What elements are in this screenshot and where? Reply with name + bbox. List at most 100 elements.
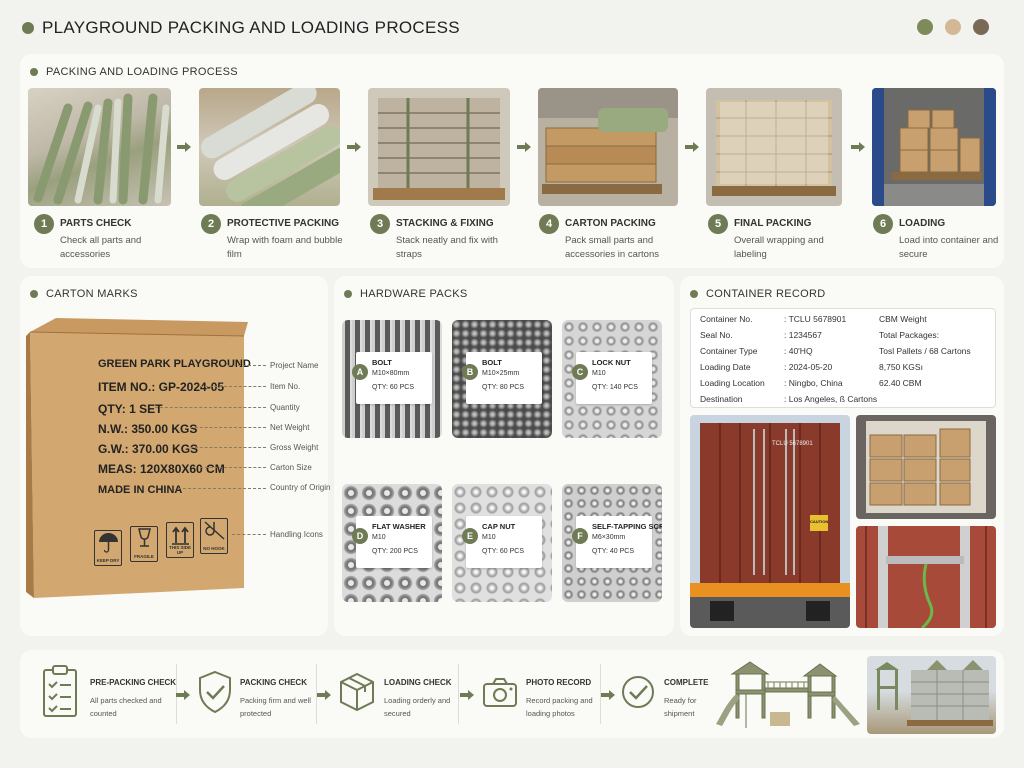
hardware-pack-e: E CAP NUT M10 QTY: 60 PCS [452,484,552,602]
pack-letter: B [462,364,478,380]
pack-qty: QTY: 80 PCS [482,384,525,391]
pack-size: M10×80mm [372,370,410,377]
icon-caption: NO HOOK [203,546,225,551]
record-right: CBM Weight [879,314,927,324]
leader-line [190,447,266,448]
pack-name: LOCK NUT [592,358,631,367]
caution-sticker-text: CAUTION [810,519,829,524]
photo-container-interior [856,415,996,519]
icon-caption: FRAGILE [134,554,154,559]
pack-letter: D [352,528,368,544]
photo-final-packing [706,88,842,206]
check-title: PACKING CHECK [240,678,307,687]
step-desc: Pack small parts and accessories in cart… [565,235,659,260]
hardware-pack-f: F SELF-TAPPING SCREW M6×30mm QTY: 40 PCS [562,484,662,602]
pack-qty: QTY: 40 PCS [592,548,635,555]
pack-label: B BOLT M10×25mm QTY: 80 PCS [462,352,542,404]
record-right: Total Packages: [879,330,940,340]
step-desc: Overall wrapping and labeling [734,235,824,260]
divider [458,664,459,724]
leader-line [200,386,266,387]
record-value: : 2024-05-20 [784,362,833,372]
carton-mark-project: GREEN PARK PLAYGROUND [98,358,251,370]
carton-mark-gw: G.W.: 370.00 KGS [98,442,199,456]
arrow-right-icon [177,142,191,152]
pack-size: M10 [592,370,606,377]
record-row-destination: Destination [700,394,743,404]
carton-label-nw: Net Weight [270,423,310,432]
clipboard-icon [43,665,77,717]
section-dot [30,68,38,76]
pack-letter: A [352,364,368,380]
pack-label: D FLAT WASHER M10 QTY: 200 PCS [352,516,432,568]
process-title-text: PACKING AND LOADING PROCESS [46,66,238,78]
step-title: FINAL PACKING [734,218,812,229]
arrow-right-icon [176,690,190,700]
arrow-right-icon [347,142,361,152]
container-number-text: TCLU 5678901 [772,441,813,447]
photo-stacking [368,88,510,206]
carton-mark-origin: MADE IN CHINA [98,484,183,496]
carton-section-title: CARTON MARKS [30,288,138,300]
leader-line [155,407,266,408]
record-label: Container No. [700,314,753,324]
record-value: : TCLU 5678901 [784,314,847,324]
section-dot [344,290,352,298]
record-row-type: Container Type [700,346,758,356]
carton-label-qty: Quantity [270,403,300,412]
carton-mark-item: ITEM NO.: GP-2024-05 [98,380,225,394]
pack-size: M10 [372,534,386,541]
step-desc: Stack neatly and fix with straps [396,235,498,260]
step-number: 6 [873,214,893,234]
pack-label: F SELF-TAPPING SCREW M6×30mm QTY: 40 PCS [572,516,662,568]
header-dot-tan [945,19,961,35]
record-value: : Los Angeles, ß Cartons [784,394,878,404]
umbrella-icon: KEEP DRY [94,530,122,566]
photo-container-seal [856,526,996,628]
record-right: 62.40 CBM [879,378,922,388]
container-record-table [690,308,996,408]
section-dot [30,290,38,298]
carton-label-item: Item No. [270,382,301,391]
photo-loading [872,88,996,206]
leader-line [228,365,266,366]
section-dot [690,290,698,298]
step-title: STACKING & FIXING [396,218,494,229]
step-title: PARTS CHECK [60,218,132,229]
carton-mark-meas: MEAS: 120X80X60 CM [98,462,225,476]
pack-qty: QTY: 200 PCS [372,548,418,555]
pack-label: A BOLT M10×80mm QTY: 60 PCS [352,352,432,404]
page-title: PLAYGROUND PACKING AND LOADING PROCESS [42,18,460,37]
pack-size: M6×30mm [592,534,626,541]
record-label: Loading Date [700,362,751,372]
pack-name: FLAT WASHER [372,522,426,531]
pack-size: M10×25mm [482,370,520,377]
hardware-section-title: HARDWARE PACKS [344,288,468,300]
photo-loaded-playground [867,656,996,734]
check-desc: Loading orderly and secured [384,696,451,718]
check-desc: Packing firm and well protected [240,696,311,718]
photo-container-door: TCLU 5678901 CAUTION [690,415,850,628]
leader-line [178,488,266,489]
record-row-location: Loading Location [700,378,765,388]
step-number: 2 [201,214,221,234]
glass-icon: FRAGILE [130,526,158,562]
hardware-title-text: HARDWARE PACKS [360,288,468,300]
record-label: Loading Location [700,378,765,388]
hardware-pack-c: C LOCK NUT M10 QTY: 140 PCS [562,320,662,438]
step-title: LOADING [899,218,946,229]
pack-label: C LOCK NUT M10 QTY: 140 PCS [572,352,652,404]
camera-icon [483,678,517,707]
pack-size: M10 [482,534,496,541]
hardware-pack-b: B BOLT M10×25mm QTY: 80 PCS [452,320,552,438]
process-section-title: PACKING AND LOADING PROCESS [30,66,238,78]
pack-name: SELF-TAPPING SCREW [592,522,662,531]
check-desc: Record packing and loading photos [526,696,593,718]
arrow-right-icon [851,142,865,152]
leader-line [190,427,266,428]
icon-caption: KEEP DRY [96,558,120,563]
check-desc: Ready for shipment [664,696,697,718]
playground-illustration [716,661,860,728]
step-desc: Load into container and secure [899,235,999,260]
carton-label-gw: Gross Weight [270,443,319,452]
